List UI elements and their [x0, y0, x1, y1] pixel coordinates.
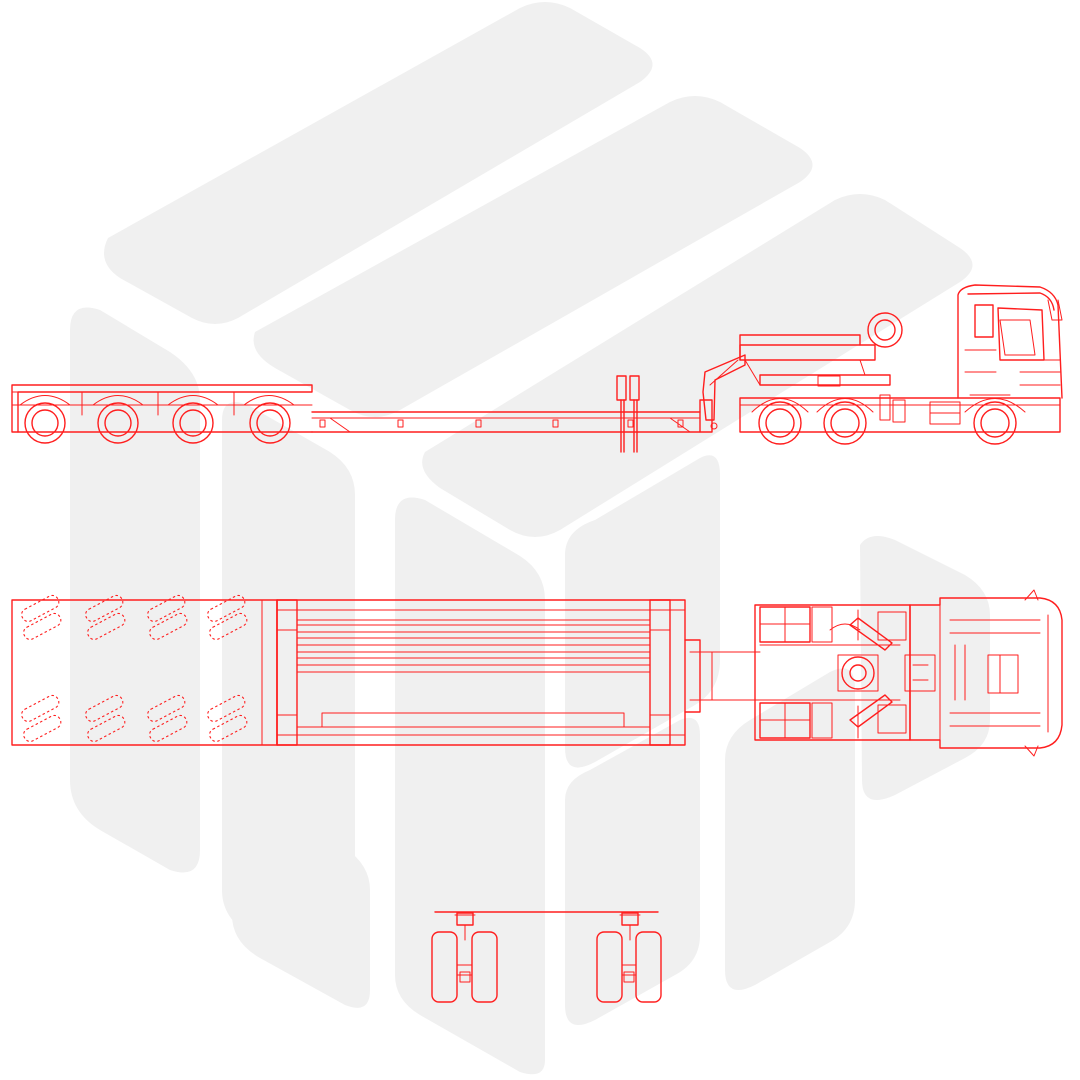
- truck-top-view-icon: [11, 589, 1063, 757]
- trailer-rear-view-icon: [431, 911, 662, 1003]
- logo-watermark-icon: [70, 2, 990, 1075]
- truck-side-view-icon: [11, 284, 1063, 453]
- dotted-tyres: [21, 594, 248, 743]
